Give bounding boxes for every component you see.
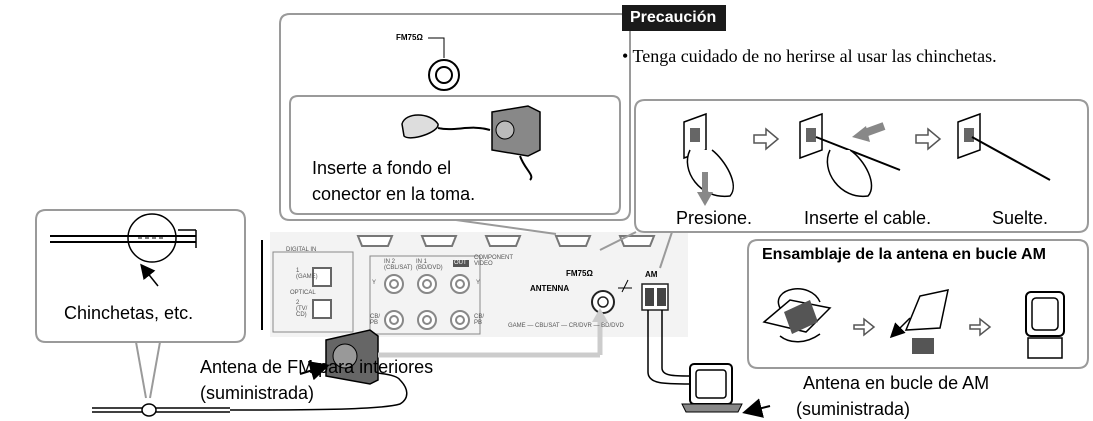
panel-in2-cbl-sat: IN 2 (CBL/SAT)	[384, 259, 413, 271]
fm-instruction-line2: conector en la toma.	[312, 184, 476, 204]
receiver-rear-panel	[261, 232, 688, 337]
panel-in1-game: 1 (GAME)	[296, 268, 318, 280]
panel-cb-pb-left: CB/ PB	[370, 314, 381, 326]
panel-out: OUT	[454, 260, 467, 266]
step-release-label: Suelte.	[992, 208, 1049, 228]
am-antenna-line2: (suministrada)	[796, 399, 911, 419]
panel-am-label: AM	[645, 270, 658, 279]
am-step3-figure	[1025, 291, 1065, 359]
fm-jack-label: FM75Ω	[396, 33, 423, 42]
steps-callout	[599, 99, 1089, 269]
step-insert-label: Inserte el cable.	[804, 208, 932, 228]
am-step1-figure	[762, 288, 832, 343]
am-arrow-2	[969, 317, 992, 337]
panel-digital-in: DIGITAL IN	[286, 247, 317, 253]
fm-antenna-line2: (suministrada)	[200, 383, 315, 403]
panel-cb-pb-right: CB/ PB	[474, 314, 485, 326]
panel-fm75-label: FM75Ω	[566, 269, 593, 278]
panel-y-left: Y	[372, 280, 377, 286]
rca-jacks	[384, 274, 470, 330]
hdmi-ports	[356, 235, 656, 247]
caution-heading: Precaución	[622, 5, 727, 31]
panel-component-video: COMPONENT VIDEO	[474, 255, 513, 267]
caution-text: • Tenga cuidado de no herirse al usar la…	[622, 46, 997, 66]
fm-callout	[279, 13, 631, 235]
fm-instruction-line1: Inserte a fondo el	[312, 158, 452, 178]
am-assembly-callout	[747, 239, 1089, 369]
step-arrow-1	[753, 127, 780, 151]
panel-hdmi-row: GAME — CBL/SAT — CR/DVR — BD/DVD	[508, 323, 624, 329]
fm-antenna	[92, 308, 608, 417]
pins-label: Chinchetas, etc.	[64, 303, 194, 323]
am-assembly-title: Ensamblaje de la antena en bucle AM	[762, 246, 1046, 263]
am-arrow-1	[853, 317, 876, 337]
am-antenna-line1: Antena en bucle de AM	[803, 373, 990, 393]
panel-antenna-label: ANTENNA	[530, 284, 570, 293]
step-arrow-2	[915, 127, 942, 151]
step-press-figure	[683, 112, 734, 206]
pins-callout	[35, 209, 246, 399]
step-insert-figure	[799, 112, 901, 197]
panel-in2-tv-cd: 2 (TV/ CD)	[296, 300, 308, 318]
optical-port-2	[312, 299, 332, 319]
panel-y-right: Y	[476, 280, 481, 286]
step-release-figure	[957, 112, 1051, 181]
am-step2-figure	[889, 289, 949, 354]
step-press-label: Presione.	[676, 208, 753, 228]
fm-antenna-line1: Antena de FM para interiores	[200, 357, 434, 377]
am-antenna	[647, 310, 771, 418]
panel-in1-bd-dvd: IN 1 (BD/DVD)	[416, 259, 443, 271]
panel-optical: OPTICAL	[290, 290, 316, 296]
optical-port-1	[312, 267, 332, 287]
